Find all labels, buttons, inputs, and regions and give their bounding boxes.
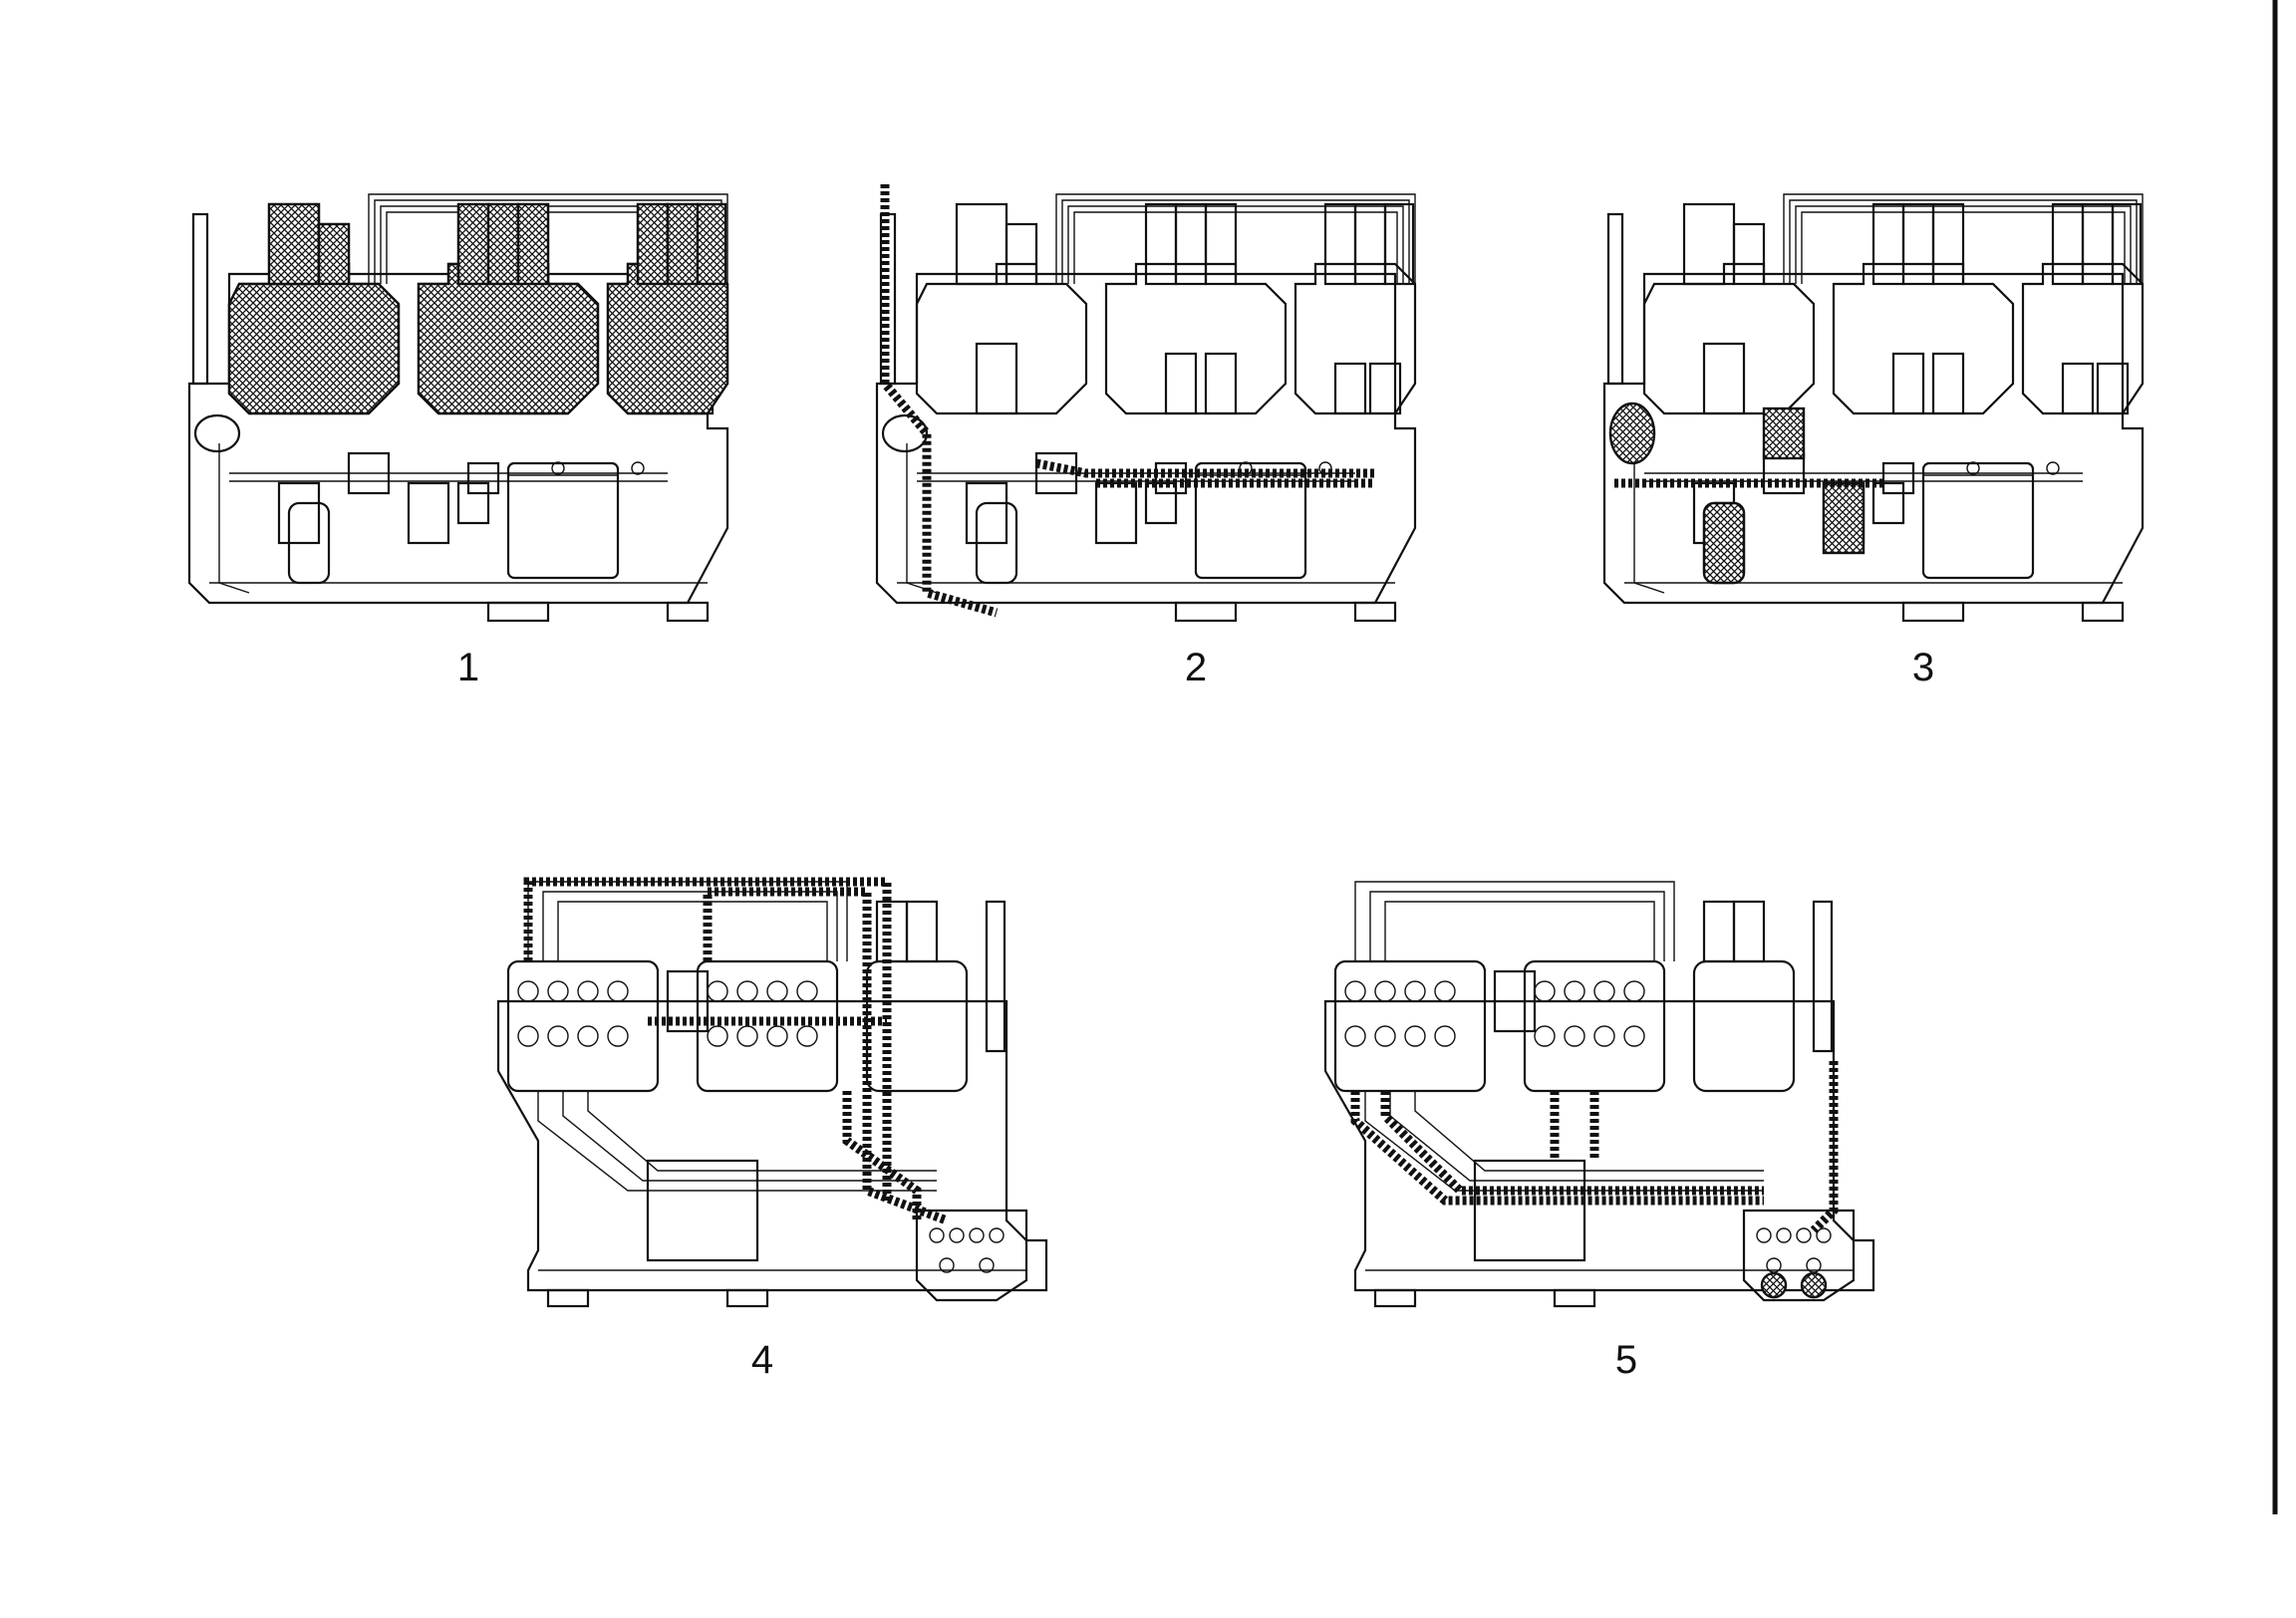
figure-1-drawing	[187, 192, 729, 623]
figure-3-label: 3	[1912, 646, 1934, 689]
figure-5-drawing	[1323, 880, 1875, 1308]
figure-3-drawing	[1602, 192, 2145, 623]
figure-2-drawing	[875, 184, 1417, 623]
figure-1-label: 1	[457, 646, 479, 689]
figure-2-label: 2	[1185, 646, 1207, 689]
figure-4-label: 4	[751, 1338, 773, 1382]
figure-4-drawing	[496, 877, 1048, 1308]
figure-5-label: 5	[1615, 1338, 1637, 1382]
